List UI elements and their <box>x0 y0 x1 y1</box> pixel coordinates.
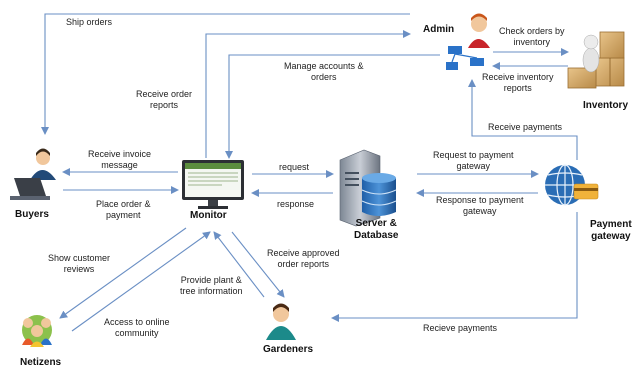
edge-approved-reports <box>231 231 285 298</box>
inventory-label: Inventory <box>583 100 629 111</box>
gardeners-icon <box>266 303 296 340</box>
label-request-payment-1: Request to payment <box>433 150 514 160</box>
label-ship-orders: Ship orders <box>66 17 113 27</box>
label-provide-info-1: Provide plant & <box>180 275 242 285</box>
label-response: response <box>277 199 315 209</box>
server-database-icon <box>339 149 397 227</box>
label-approved-reports-1: Receive approved <box>267 248 340 258</box>
label-show-reviews-1: Show customer <box>48 253 111 263</box>
edge-ship-orders <box>41 13 410 135</box>
label-manage-accounts-2: orders <box>311 72 337 82</box>
edge-provide-info <box>213 231 265 298</box>
label-place-order-2: payment <box>106 210 141 220</box>
label-recieve-payments-bottom: Recieve payments <box>423 323 498 333</box>
edge-receive-payments-top <box>468 79 578 160</box>
label-check-orders-1: Check orders by <box>499 26 565 36</box>
label-receive-order-reports-2: reports <box>150 100 179 110</box>
label-request-payment: Request to payment gateway <box>433 150 514 172</box>
payment-gateway-icon <box>545 164 599 206</box>
label-request: request <box>279 162 310 172</box>
label-receive-order-reports-1: Receive order <box>136 89 193 99</box>
inventory-icon <box>567 31 625 89</box>
label-access-community-1: Access to online <box>104 317 170 327</box>
edge-manage-accounts <box>225 54 440 159</box>
admin-label: Admin <box>423 24 455 35</box>
label-receive-inventory: Receive inventory reports <box>482 72 554 94</box>
label-access-community: Access to online community <box>104 317 170 339</box>
server-label-line2: Database <box>354 230 399 241</box>
label-show-reviews: Show customer reviews <box>48 253 110 275</box>
buyers-icon <box>10 148 56 200</box>
payment-label-line1: Payment <box>590 219 632 230</box>
label-receive-payments-top: Receive payments <box>488 122 563 132</box>
edge-show-reviews <box>59 227 187 319</box>
label-place-order: Place order & payment <box>96 199 151 221</box>
label-response-payment-2: gateway <box>463 206 497 216</box>
label-manage-accounts-1: Manage accounts & <box>284 61 364 71</box>
label-response-payment: Response to payment gateway <box>436 195 524 217</box>
label-receive-inventory-2: reports <box>503 83 532 93</box>
edge-access-community <box>71 231 211 332</box>
payment-label-line2: gateway <box>591 231 631 242</box>
payment-gateway-label: Payment gateway <box>590 219 632 243</box>
label-check-orders-2: inventory <box>513 37 551 47</box>
label-place-order-1: Place order & <box>96 199 151 209</box>
label-receive-invoice-2: message <box>101 160 138 170</box>
label-manage-accounts: Manage accounts & orders <box>284 61 364 83</box>
server-label-line1: Server & <box>355 218 397 229</box>
server-database-label: Server & Database <box>354 218 398 242</box>
label-receive-invoice-1: Receive invoice <box>88 149 152 159</box>
label-approved-reports: Receive approved order reports <box>267 248 340 270</box>
label-show-reviews-2: reviews <box>63 264 95 274</box>
netizens-label: Netizens <box>20 357 62 368</box>
netizens-icon <box>22 315 52 347</box>
label-provide-info: Provide plant & tree information <box>180 275 243 297</box>
label-request-payment-2: gateway <box>456 161 491 171</box>
label-check-orders: Check orders by inventory <box>499 26 565 48</box>
buyers-label: Buyers <box>15 209 49 220</box>
label-receive-inventory-1: Receive inventory <box>482 72 554 82</box>
label-provide-info-2: tree information <box>180 286 243 296</box>
label-access-community-2: community <box>115 328 159 338</box>
label-receive-invoice: Receive invoice message <box>88 149 151 171</box>
label-response-payment-1: Response to payment <box>436 195 524 205</box>
edges <box>41 13 578 332</box>
label-receive-order-reports: Receive order reports <box>136 89 192 111</box>
edge-receive-order-reports <box>205 30 411 158</box>
edge-recieve-payments-bottom <box>331 212 578 322</box>
admin-icon <box>446 13 490 70</box>
gardeners-label: Gardeners <box>263 344 314 355</box>
monitor-label: Monitor <box>190 210 227 221</box>
monitor-icon <box>182 160 244 209</box>
label-approved-reports-2: order reports <box>277 259 330 269</box>
